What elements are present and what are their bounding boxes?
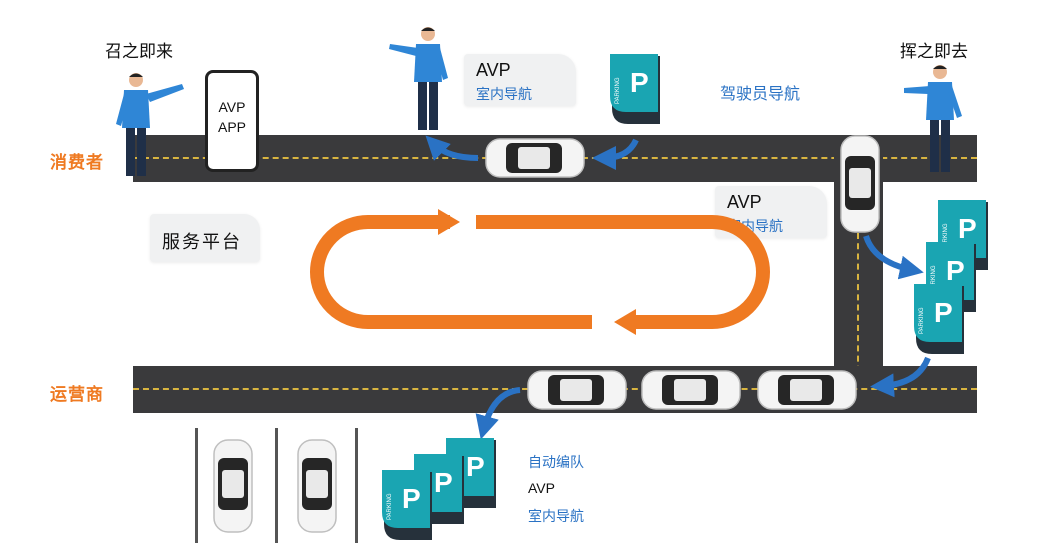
parking-sign-letter: P	[946, 255, 965, 286]
parking-sign-word: PARKING	[919, 307, 925, 334]
phone-text-line1: AVP	[218, 99, 246, 115]
parking-sign-letter: P	[402, 483, 421, 514]
parking-bay-line	[275, 428, 278, 543]
blue-arrow	[870, 356, 931, 398]
parking-sign-word: PARKING	[387, 493, 393, 520]
avp-card-top-title: AVP	[476, 60, 511, 80]
avp-card-top-subtitle: 室内导航	[476, 86, 532, 102]
car-icon	[757, 370, 857, 410]
vertical-road-lane-line	[857, 182, 859, 382]
blue-arrow	[863, 234, 924, 280]
person-icon	[116, 73, 184, 176]
operator-label: 运营商	[50, 385, 104, 404]
parking-sign-letter: P	[466, 451, 485, 482]
phone-text-line2: APP	[217, 119, 246, 135]
blue-arrow	[475, 387, 521, 440]
parking-sign-letter: P	[958, 213, 977, 244]
parking-sign-letter: P	[630, 67, 649, 98]
parking-sign-letter: P	[434, 467, 453, 498]
parking-sign-word: PARKING	[943, 223, 949, 250]
service-platform-card: 服务平台	[150, 214, 260, 262]
person-icon	[389, 27, 448, 130]
parking-sign-word: PARKING	[615, 77, 621, 104]
phone-device: AVP APP	[205, 70, 259, 172]
bottom-item-formation: 自动编队	[528, 454, 584, 470]
bottom-item-avp: AVP	[528, 480, 555, 496]
parking-sign-icon: P PARKING	[382, 470, 432, 540]
bottom-item-indoor-nav: 室内导航	[528, 508, 584, 524]
car-icon	[297, 439, 337, 533]
car-icon	[641, 370, 741, 410]
driver-nav-label: 驾驶员导航	[720, 86, 801, 103]
parking-sign-icon: P PARKING	[914, 284, 964, 354]
avp-card-top: AVP 室内导航	[464, 54, 576, 106]
person-icon	[904, 65, 962, 172]
parking-sign-letter: P	[934, 297, 953, 328]
car-icon	[213, 439, 253, 533]
consumer-label: 消费者	[50, 153, 104, 172]
parking-bay-line	[195, 428, 198, 543]
dismiss-label: 挥之即去	[900, 42, 968, 61]
parking-bay-line	[355, 428, 358, 543]
blue-arrow	[592, 138, 639, 170]
car-icon	[840, 135, 880, 233]
car-icon	[485, 138, 585, 178]
car-icon	[527, 370, 627, 410]
service-platform-label: 服务平台	[162, 232, 242, 252]
blue-arrow	[425, 135, 479, 161]
parking-sign-word: PARKING	[931, 265, 937, 292]
avp-card-mid-title: AVP	[727, 192, 762, 212]
parking-sign-icon: P PARKING	[610, 54, 660, 124]
summon-label: 召之即来	[105, 42, 173, 61]
